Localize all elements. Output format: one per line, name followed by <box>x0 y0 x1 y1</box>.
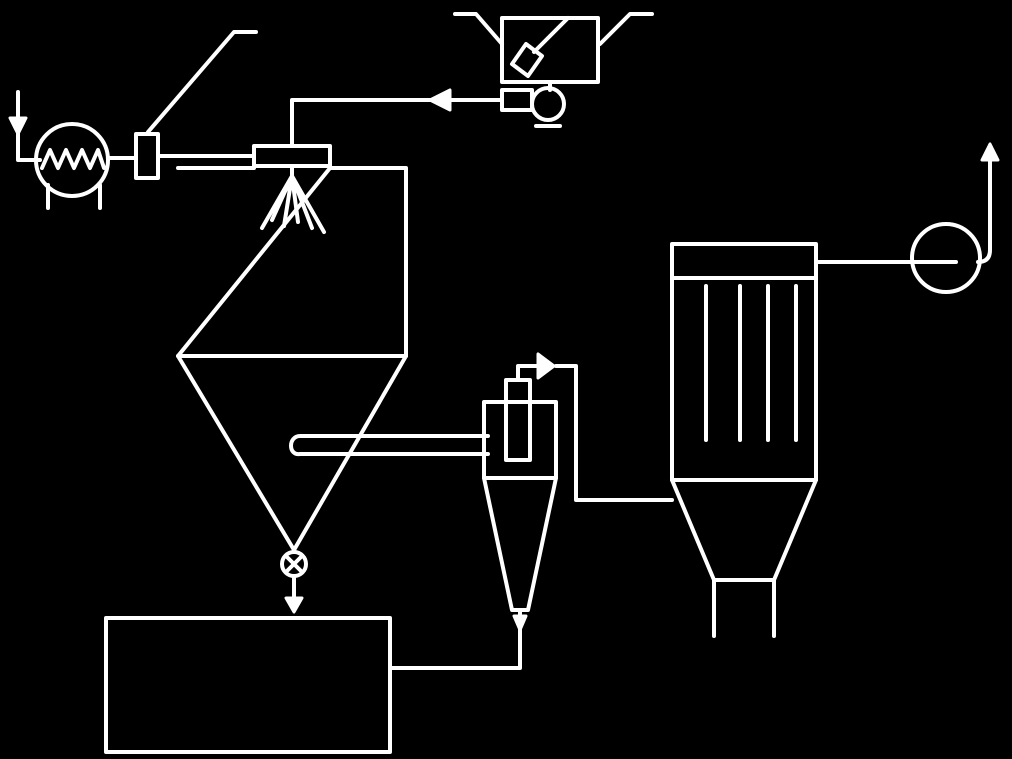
sensor-leader-line <box>146 30 258 134</box>
hot-air-line <box>106 154 256 160</box>
exhaust-arrow <box>980 142 1000 162</box>
cyclone-outlet-arrow <box>536 352 556 380</box>
stirrer-icon <box>510 16 570 78</box>
atomizer <box>252 144 332 234</box>
filter-bags <box>704 284 798 442</box>
feed-pump <box>500 80 566 128</box>
feed-tank <box>453 12 654 84</box>
cyclone <box>482 352 558 632</box>
filter-inlet-duct <box>554 364 674 502</box>
inlet-air-arrow <box>8 90 42 162</box>
bag-filter <box>670 242 818 638</box>
feed-flow-arrow <box>428 88 452 112</box>
fines-return-line <box>390 628 522 670</box>
exhaust-fan <box>814 142 1000 294</box>
chamber-outlet-duct <box>289 434 490 457</box>
valve-cross-icon <box>284 554 304 574</box>
product-collector <box>104 616 392 754</box>
discharge-valve <box>280 550 308 614</box>
spray-icon <box>260 174 326 234</box>
feed-line <box>290 88 502 148</box>
heater-coil-icon <box>40 148 106 170</box>
air-heater <box>34 122 110 210</box>
drying-chamber <box>176 166 408 552</box>
heater-sensor <box>134 30 258 180</box>
